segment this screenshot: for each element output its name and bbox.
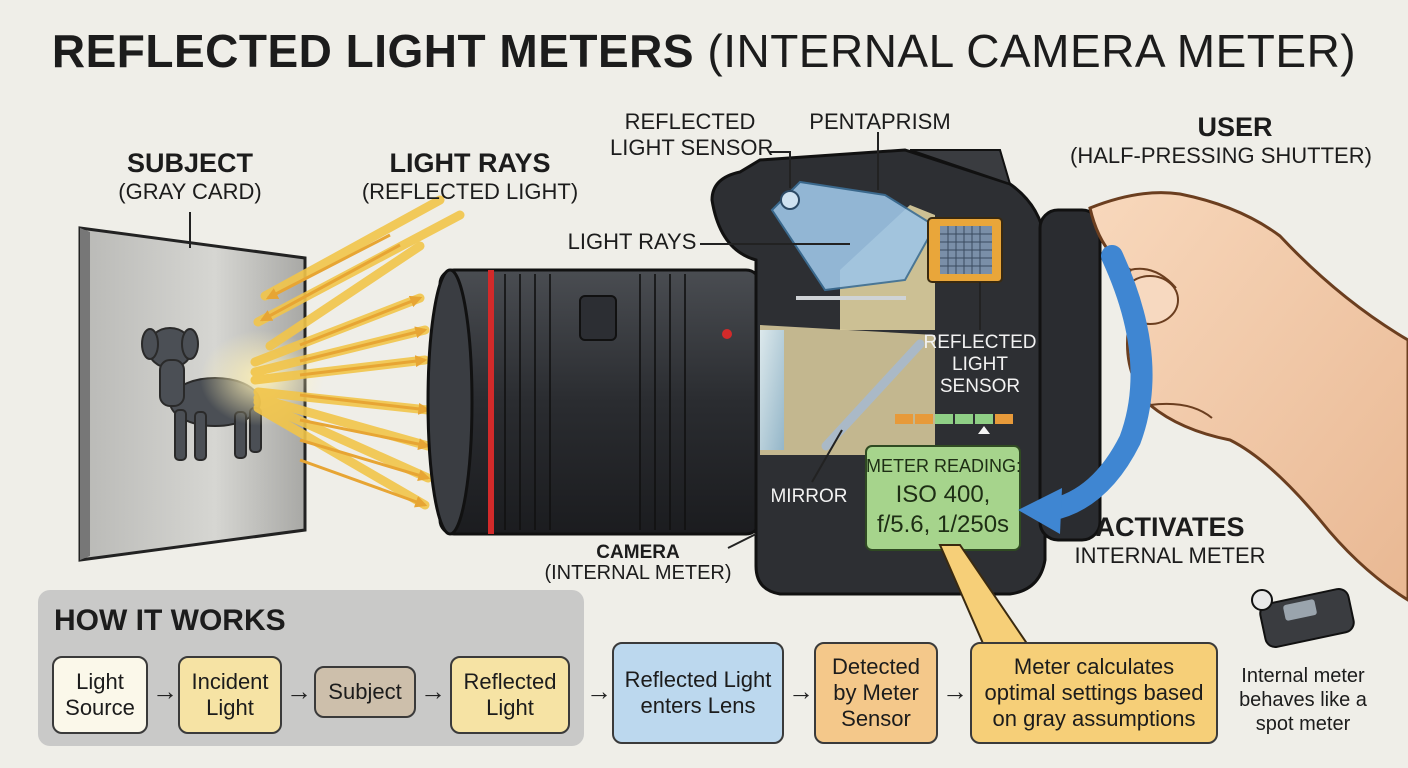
title-bold: REFLECTED LIGHT METERS <box>51 25 695 77</box>
inner-rays-label: LIGHT RAYS <box>567 229 697 254</box>
spot-meter-icon <box>1251 587 1355 649</box>
camera-heading: CAMERA <box>596 542 680 563</box>
step-light-source: Light Source <box>52 656 148 734</box>
pentaprism <box>770 180 937 292</box>
mirror <box>821 339 925 451</box>
sensor-right-label-3: SENSOR <box>939 376 1021 397</box>
pentaprism-label: PENTAPRISM <box>809 109 951 134</box>
step-meter-calculates: Meter calculates optimal settings based … <box>970 642 1218 744</box>
meter-line-2: f/5.6, 1/250s <box>876 511 1010 538</box>
sensor-top-label-1: REFLECTED <box>624 109 756 134</box>
activates-subheading: INTERNAL METER <box>1074 543 1266 568</box>
rays-subheading: (REFLECTED LIGHT) <box>361 179 579 204</box>
camera-lens <box>426 268 762 536</box>
activates-heading: ACTIVATES <box>1095 512 1245 542</box>
exposure-scale <box>895 414 1013 434</box>
subject-subheading: (GRAY CARD) <box>118 179 262 204</box>
sensor-right-label-1: REFLECTED <box>923 332 1037 353</box>
flow-arrow: → <box>788 676 814 706</box>
sensor-grid <box>927 217 1003 283</box>
step-incident-light: Incident Light <box>178 656 282 734</box>
flow-arrow: → <box>942 676 968 706</box>
step-reflected-light: Reflected Light <box>450 656 570 734</box>
step-detected-sensor: Detected by Meter Sensor <box>814 642 938 744</box>
flow-arrow: → <box>286 676 312 706</box>
rays-heading: LIGHT RAYS <box>389 148 551 178</box>
how-it-works-title: HOW IT WORKS <box>54 604 286 637</box>
step-subject: Subject <box>314 666 416 718</box>
step-enters-lens: Reflected Light enters Lens <box>612 642 784 744</box>
activation-arrow <box>1018 245 1153 534</box>
meter-line-1: ISO 400, <box>895 481 991 508</box>
meter-heading: METER READING: <box>866 456 1022 476</box>
flow-arrow: → <box>586 676 612 706</box>
flow-arrow: → <box>420 676 446 706</box>
leader-lines <box>189 132 981 549</box>
spot-meter-note: Internal meter behaves like a spot meter <box>1239 665 1367 735</box>
user-heading: USER <box>1197 112 1273 142</box>
title-regular: (INTERNAL CAMERA METER) <box>707 25 1357 77</box>
camera-subheading: (INTERNAL METER) <box>544 562 732 584</box>
page-title: REFLECTED LIGHT METERS (INTERNAL CAMERA … <box>0 25 1408 78</box>
mirror-label: MIRROR <box>770 486 848 507</box>
sensor-top-label-2: LIGHT SENSOR <box>610 135 774 160</box>
flow-arrow: → <box>152 676 178 706</box>
user-subheading: (HALF-PRESSING SHUTTER) <box>1070 143 1372 168</box>
sensor-right-label-2: LIGHT <box>952 354 1008 375</box>
subject-heading: SUBJECT <box>126 148 254 178</box>
